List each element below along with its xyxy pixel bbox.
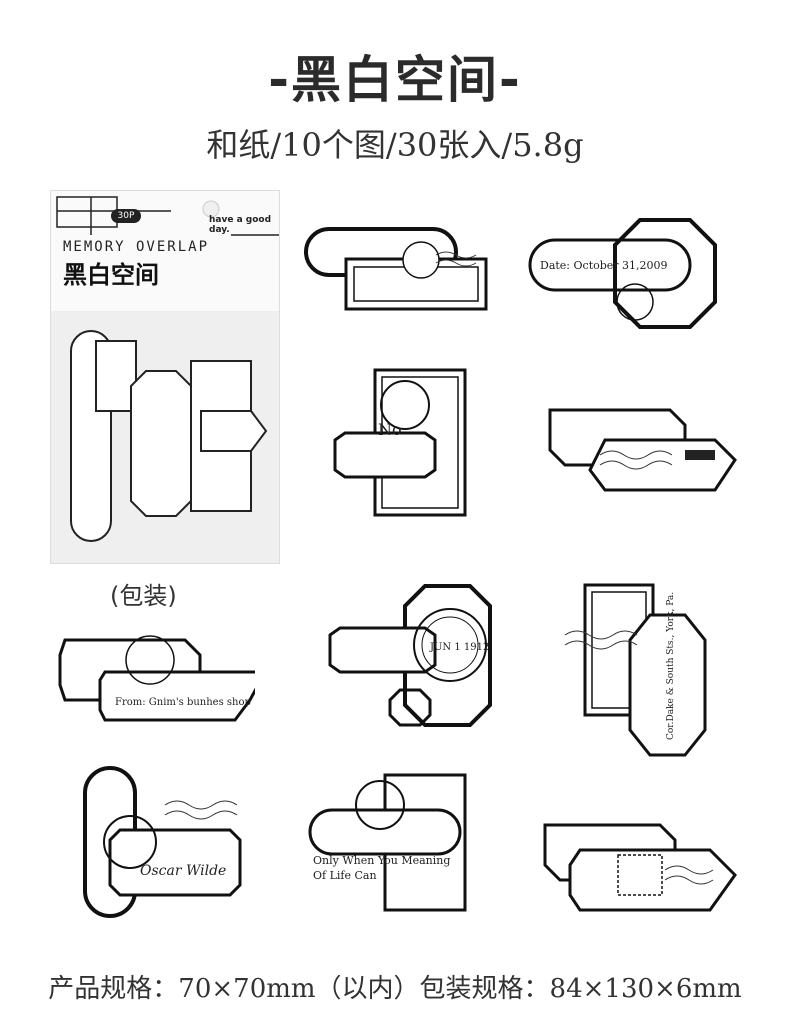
quote-text: Only When You Meaning Of Life Can [313, 854, 451, 882]
sticker-paperclip-stamp [296, 215, 496, 325]
package-series-label: MEMORY OVERLAP [63, 239, 210, 255]
sticker-signature: Oscar Wilde [80, 760, 250, 920]
package-image: 30P have a good day. MEMORY OVERLAP 黑白空间 [50, 190, 280, 564]
date-label: Date: October 31,2009 [540, 259, 668, 272]
package-stickers-graphic [70, 330, 268, 542]
sticker-quote: Only When You Meaning Of Life Can [305, 765, 475, 925]
sticker-address-tag: Cor.Dake & South Sts., York, Pa. [555, 575, 725, 765]
sticker-no-tag: No [330, 365, 470, 520]
product-specs: 产品规格：70×70mm（以内）包装规格：84×130×6mm [48, 974, 742, 1004]
address-label: Cor.Dake & South Sts., York, Pa. [666, 592, 676, 740]
package-caption: (包装) [110, 582, 177, 610]
package-name: 黑白空间 [63, 261, 159, 289]
product-subtitle: 和纸/10个图/30张入/5.8g [206, 126, 584, 164]
sticker-postmark: JUN 1 1912 [325, 580, 505, 740]
sticker-from-label: From: Gnim's bunhes shop [55, 620, 255, 730]
sticker-stamp-banner [540, 815, 740, 920]
page-title: -黑白空间- [268, 51, 522, 109]
no-label: No [378, 420, 402, 439]
package-header: 30P have a good day. MEMORY OVERLAP 黑白空间 [51, 191, 279, 311]
package-header-lines-graphic [56, 196, 279, 236]
sticker-wavy-banner [545, 395, 745, 500]
from-label: From: Gnim's bunhes shop [115, 697, 251, 708]
signature: Oscar Wilde [140, 863, 226, 879]
package-badge: 30P [111, 209, 141, 223]
package-slogan: have a good day. [209, 215, 272, 235]
sticker-date-octagon: Date: October 31,2009 [525, 212, 725, 337]
stamp-text: JUN 1 1912 [429, 642, 489, 653]
